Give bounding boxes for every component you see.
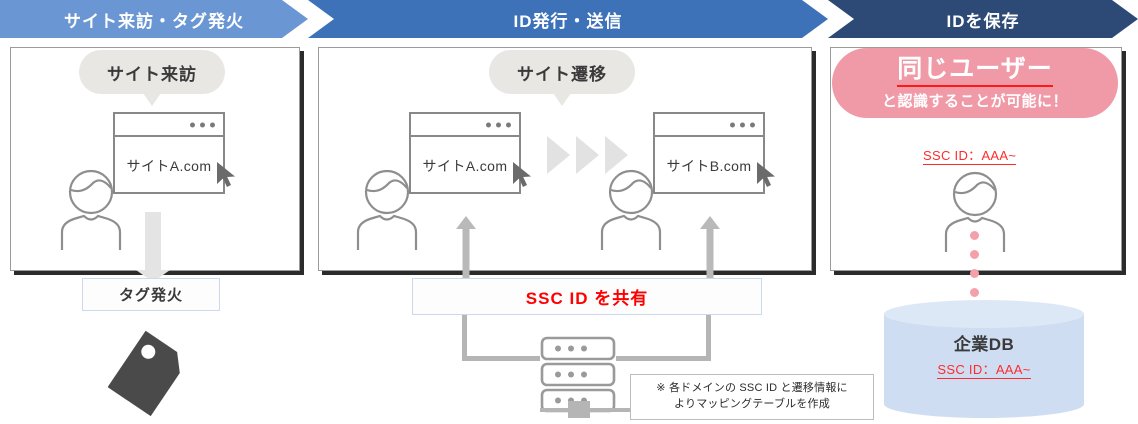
server-network-node [568,401,590,418]
step-banner-visit-tag: サイト来訪・タグ発火 [0,0,308,38]
person-icon-b-right [600,169,662,250]
cursor-icon [513,162,531,187]
dotted-link-icon-1 [970,231,979,240]
connector-right-horizontal [616,356,711,361]
db-ssc-id-label: SSC ID：AAA~ [937,359,1031,379]
ssc-id-share-label-box: SSC ID を共有 [412,278,762,315]
speech-bubble-text-b: サイト遷移 [517,64,607,84]
person-icon-b-left [356,169,418,250]
browser-url-text-a: サイトA.com [126,157,212,174]
dotted-link-icon-2 [970,250,979,259]
browser-window-site-b: サイトB.com [653,112,765,194]
connector-left-vertical [462,315,467,360]
browser-url-text-b-left: サイトA.com [422,157,508,174]
browser-titlebar [411,114,519,137]
browser-url-text-b-right: サイトB.com [666,157,752,174]
connector-left-horizontal [462,356,540,361]
cursor-icon [217,162,235,187]
tag-icon [108,330,180,417]
mapping-note-line-2: よりマッピングテーブルを作成 [674,398,830,410]
banner-shape-1 [0,0,308,38]
triangle-arrow-icon-2 [576,136,599,174]
window-dots-icon [486,122,511,127]
person-icon-a [60,169,122,250]
step-banner-label-1: サイト来訪・タグ発火 [64,11,244,31]
speech-bubble-site-visit: サイト来訪 [79,50,225,106]
browser-window-site-a: サイトA.com [113,112,225,194]
speech-bubble-text-a: サイト来訪 [107,64,197,84]
banner-shape-3 [828,0,1138,38]
browser-window-site-a2: サイトA.com [409,112,521,194]
dotted-link-icon-3 [970,269,979,278]
database-cylinder-icon: 企業DB SSC ID：AAA~ [884,300,1084,418]
tag-fire-label-text: タグ発火 [118,287,183,304]
person-icon-c [944,171,1006,252]
same-user-banner: 同じユーザー と認識することが可能に！ [832,48,1118,118]
step-banner-label-2: ID発行・送信 [513,11,623,31]
window-dots-icon [730,122,755,127]
tag-fire-label-box: タグ発火 [82,278,220,311]
flow-arrow-up-right [700,216,720,280]
transition-arrows [547,136,628,174]
mapping-note-line-1: ※ 各ドメインの SSC ID と遷移情報に [656,382,848,395]
ssc-id-label-user: SSC ID：AAA~ [923,145,1017,165]
connector-right-vertical [706,315,711,360]
step-banner-label-3: IDを保存 [946,11,1020,31]
triangle-arrow-icon-3 [605,136,628,174]
window-dots-icon [190,122,215,127]
cursor-icon [757,162,775,187]
db-bottom-ellipse [884,390,1084,418]
db-body [884,314,1084,404]
banner-shape-2 [308,0,828,38]
browser-titlebar [115,114,223,137]
step-banner-id-issue: ID発行・送信 [308,0,828,38]
triangle-arrow-icon-1 [547,136,570,174]
ssc-id-share-label-text: SSC ID を共有 [525,289,649,308]
db-name-label: 企業DB [953,335,1015,354]
browser-titlebar [655,114,763,137]
flow-arrow-tag-fire [136,212,170,282]
speech-bubble-site-transition: サイト遷移 [489,50,635,106]
db-top-ellipse [884,300,1084,328]
mapping-note-box: ※ 各ドメインの SSC ID と遷移情報に よりマッピングテーブルを作成 [630,374,874,420]
same-user-headline: 同じユーザー [897,55,1053,88]
flow-arrow-up-left [456,216,476,280]
db-text-group: 企業DB SSC ID：AAA~ [884,330,1084,379]
same-user-subline: と認識することが可能に！ [881,93,1068,111]
dotted-link-icon-4 [970,288,979,297]
step-banner-id-save: IDを保存 [828,0,1138,38]
